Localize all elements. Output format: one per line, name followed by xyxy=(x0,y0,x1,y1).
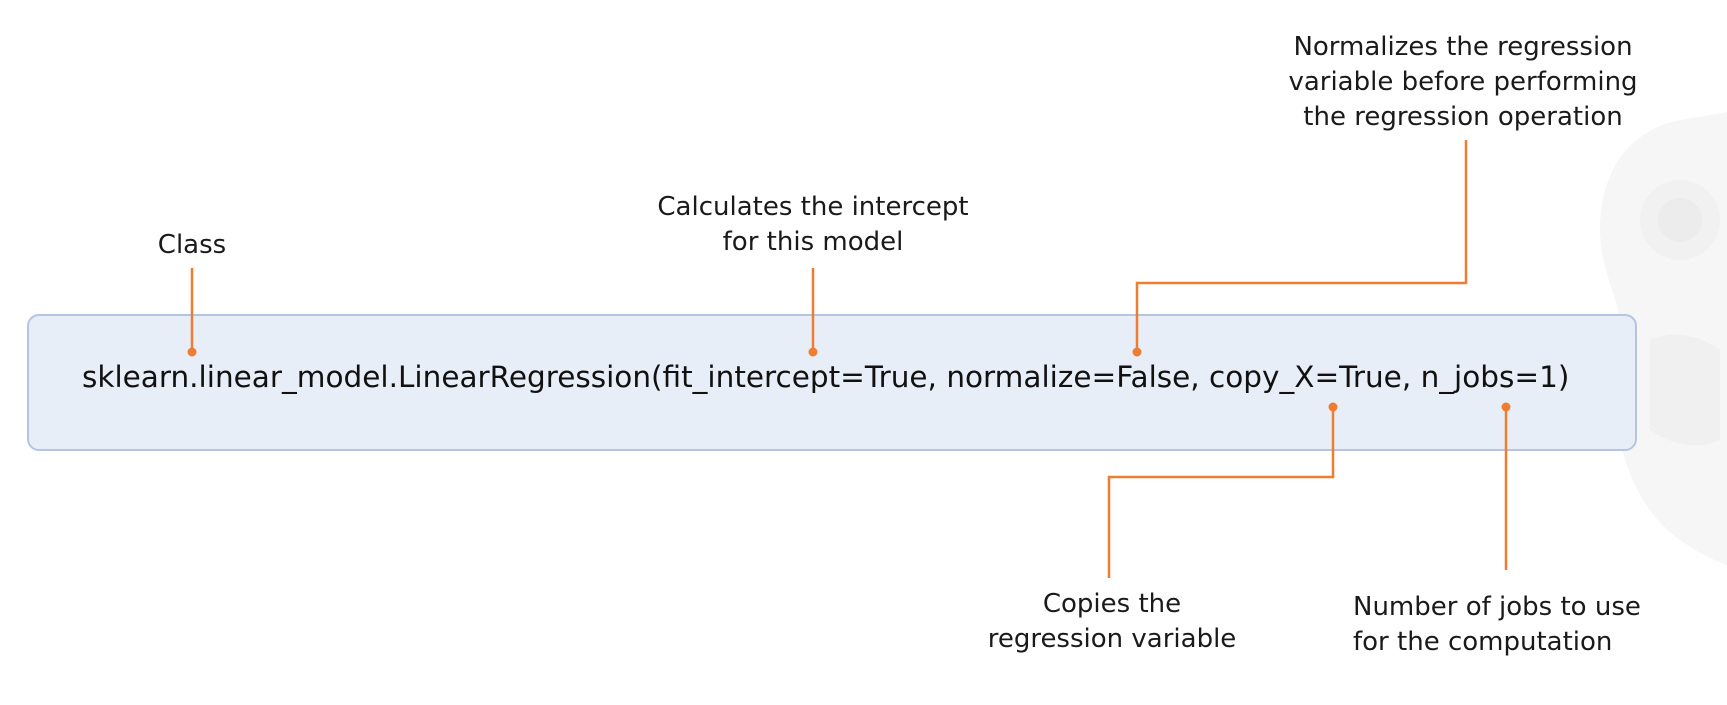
anchor-dot-normalize xyxy=(1132,347,1142,357)
copy-callout-line: Copies the xyxy=(1042,589,1182,619)
watermark-robot-graphic xyxy=(1600,112,1727,566)
normalize-callout: Normalizes the regression variable befor… xyxy=(1213,30,1713,135)
code-box xyxy=(27,314,1637,451)
normalize-callout-line: the regression operation xyxy=(1303,102,1623,132)
intercept-callout-line: for this model xyxy=(722,227,904,257)
normalize-callout-line: Normalizes the regression xyxy=(1293,32,1633,62)
intercept-callout-line: Calculates the intercept xyxy=(657,192,969,222)
jobs-callout-line: for the computation xyxy=(1353,627,1613,657)
normalize-callout-line: variable before performing xyxy=(1288,67,1638,97)
jobs-callout-line: Number of jobs to use xyxy=(1353,592,1641,622)
anchor-dot-jobs xyxy=(1501,402,1511,412)
anchor-dot-class xyxy=(187,347,197,357)
class-callout: Class xyxy=(120,228,264,263)
class-callout-line: Class xyxy=(157,230,227,260)
connector-copy xyxy=(1107,407,1335,578)
connector-normalize xyxy=(1135,140,1468,352)
copy-callout-line: regression variable xyxy=(987,624,1237,654)
copy-callout: Copies the regression variable xyxy=(962,587,1262,657)
anchor-dot-copy xyxy=(1328,402,1338,412)
intercept-callout: Calculates the intercept for this model xyxy=(601,190,1025,260)
jobs-callout: Number of jobs to use for the computatio… xyxy=(1353,590,1641,660)
code-signature: sklearn.linear_model.LinearRegression(fi… xyxy=(82,360,1570,394)
anchor-dot-intercept xyxy=(808,347,818,357)
